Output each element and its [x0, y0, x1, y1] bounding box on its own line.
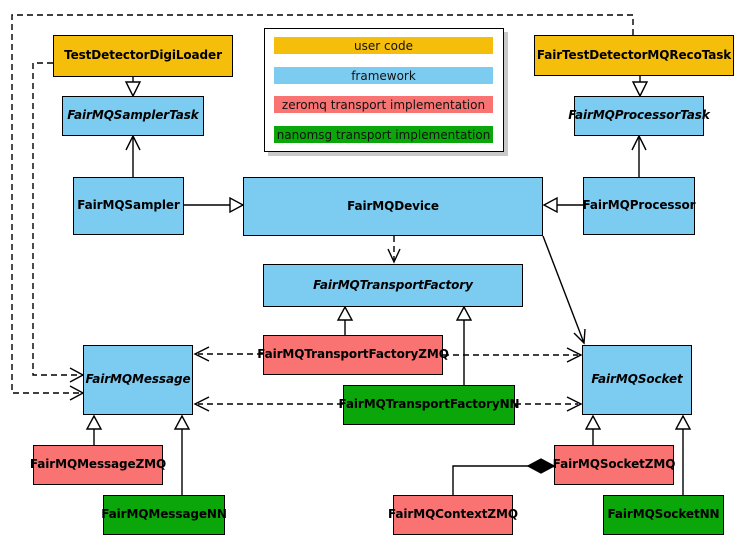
association-arrow-processor-processortask	[631, 134, 647, 177]
inheritance-arrow-digiloader-samplertask	[124, 77, 142, 98]
node-fairmq-transport-factory-zmq: FairMQTransportFactoryZMQ	[257, 335, 449, 375]
node-fairmq-message-nn: FairMQMessageNN	[101, 495, 227, 535]
composition-link-socketzmq-contextzmq	[452, 458, 556, 495]
legend-item-zeromq: zeromq transport implementation	[274, 96, 493, 113]
node-fairmq-message: FairMQMessage	[83, 345, 193, 415]
node-fairmq-device: FairMQDevice	[243, 177, 543, 236]
node-fairmq-processor: FairMQProcessor	[583, 177, 696, 235]
legend-item-nanomsg: nanomsg transport implementation	[274, 126, 493, 143]
legend-item-framework: framework	[274, 67, 493, 84]
node-fairmq-sampler-task: FairMQSamplerTask	[62, 96, 204, 136]
node-fairmq-transport-factory: FairMQTransportFactory	[263, 264, 523, 307]
dependency-arrow-factorynn-socket	[515, 396, 583, 412]
node-fair-test-detector-mq-reco-task: FairTestDetectorMQRecoTask	[534, 35, 734, 76]
inheritance-arrow-factoryzmq-factory	[336, 305, 354, 335]
inheritance-arrow-recotask-processortask	[631, 76, 649, 98]
inheritance-arrow-messagezmq-message	[85, 414, 103, 445]
node-fairmq-socket-zmq: FairMQSocketZMQ	[553, 445, 675, 485]
dependency-arrow-factorynn-message	[193, 396, 343, 412]
association-arrow-sampler-samplertask	[125, 134, 141, 177]
dependency-arrow-factoryzmq-socket	[443, 347, 583, 363]
node-fairmq-socket: FairMQSocket	[582, 345, 692, 415]
association-arrow-device-socket	[542, 235, 586, 345]
inheritance-arrow-processor-device	[542, 196, 583, 214]
dependency-arrow-factoryzmq-message	[193, 346, 263, 362]
node-fairmq-transport-factory-nn: FairMQTransportFactoryNN	[339, 385, 520, 425]
node-test-detector-digi-loader: TestDetectorDigiLoader	[53, 35, 233, 77]
inheritance-arrow-factorynn-factory	[455, 305, 473, 385]
node-fairmq-processor-task: FairMQProcessorTask	[568, 96, 710, 136]
legend-item-user-code: user code	[274, 37, 493, 54]
inheritance-arrow-socketzmq-socket	[584, 414, 602, 445]
dependency-arrow-device-factory	[387, 236, 401, 264]
node-fairmq-sampler: FairMQSampler	[73, 177, 184, 235]
node-fairmq-socket-nn: FairMQSocketNN	[603, 495, 724, 535]
inheritance-arrow-sampler-device	[184, 196, 245, 214]
node-fairmq-context-zmq: FairMQContextZMQ	[388, 495, 518, 535]
inheritance-arrow-messagenn-message	[173, 414, 191, 495]
node-fairmq-message-zmq: FairMQMessageZMQ	[30, 445, 166, 485]
legend: user code framework zeromq transport imp…	[264, 28, 504, 152]
inheritance-arrow-socketnn-socket	[674, 414, 692, 495]
